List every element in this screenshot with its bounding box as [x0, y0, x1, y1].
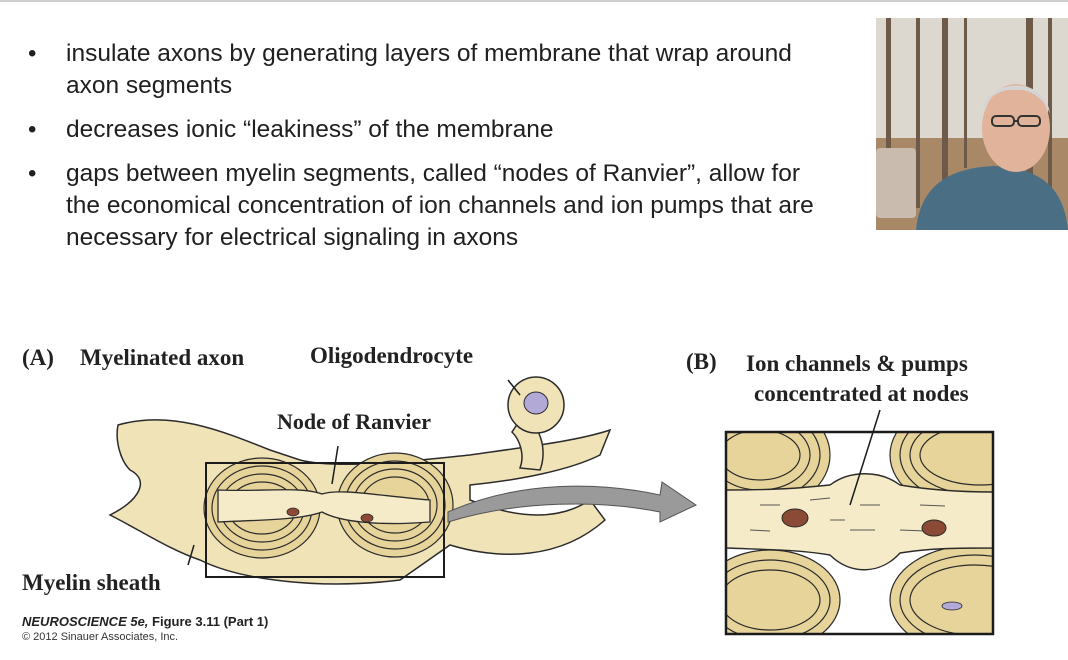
panel-b-letter: (B) — [686, 349, 717, 374]
bullet-text: gaps between myelin segments, called “no… — [66, 160, 814, 251]
zoom-arrow — [447, 481, 698, 523]
bullet-dot-icon: • — [28, 40, 37, 67]
bullet-item: • gaps between myelin segments, called “… — [28, 158, 828, 254]
bullet-text: insulate axons by generating layers of m… — [66, 40, 792, 99]
copyright-text: © 2012 Sinauer Associates, Inc. — [22, 631, 179, 643]
panel-b-title-line1: Ion channels & pumps — [746, 351, 968, 376]
slide-top-rule — [0, 0, 1068, 2]
bullet-dot-icon: • — [28, 116, 37, 143]
panel-b-title-line2: concentrated at nodes — [754, 381, 969, 406]
oligodendrocyte-label: Oligodendrocyte — [310, 343, 474, 368]
bullet-item: • decreases ionic “leakiness” of the mem… — [28, 114, 828, 146]
credit-figure-number: Figure 3.11 (Part 1) — [152, 614, 269, 629]
bullet-dot-icon: • — [28, 160, 37, 187]
figure-credit: NEUROSCIENCE 5e, Figure 3.11 (Part 1) — [22, 614, 268, 629]
credit-book-title: NEUROSCIENCE 5e, — [22, 614, 149, 629]
panel-a-title: Myelinated axon — [80, 345, 245, 370]
bullet-list: • insulate axons by generating layers of… — [28, 38, 828, 254]
presenter-video-icon — [876, 18, 1068, 230]
node-of-ranvier-label: Node of Ranvier — [277, 409, 431, 434]
myelin-sheath-label: Myelin sheath — [22, 570, 161, 595]
axon-illustration — [108, 376, 612, 585]
bullet-item: • insulate axons by generating layers of… — [28, 38, 828, 102]
panel-b-illustration — [726, 432, 993, 634]
presenter-video-feed — [876, 18, 1068, 230]
bullet-text: decreases ionic “leakiness” of the membr… — [66, 116, 554, 143]
panel-a-letter: (A) — [22, 345, 54, 370]
